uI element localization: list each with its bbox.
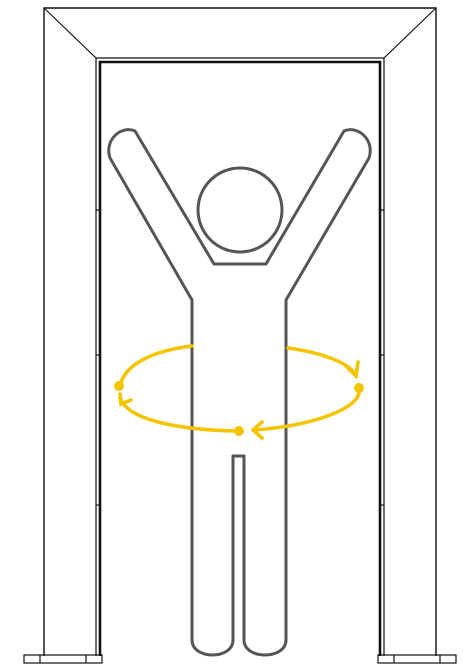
arch-outer-frame bbox=[43, 7, 437, 656]
person-head bbox=[196, 166, 284, 254]
rotation-arrows-icon bbox=[118, 344, 361, 440]
rotation-points bbox=[114, 381, 364, 436]
person-arms-raised-icon bbox=[107, 128, 372, 657]
arch-depth-line bbox=[95, 57, 385, 656]
scanner-arch bbox=[23, 7, 457, 664]
person-body-outline bbox=[107, 128, 372, 657]
arch-corner-right bbox=[383, 7, 437, 59]
rotation-point-left bbox=[114, 381, 124, 391]
arch-foot-right bbox=[377, 654, 457, 664]
arrowhead-right bbox=[344, 360, 360, 380]
arch-inner-opening bbox=[98, 60, 382, 656]
arrowhead-left bbox=[118, 392, 133, 407]
rotation-arc-back-left bbox=[118, 344, 194, 388]
rotation-arc-front-left bbox=[118, 396, 240, 433]
rotation-arc-back-right bbox=[286, 346, 358, 378]
arrowhead-bottom bbox=[250, 420, 264, 440]
rotation-point-front bbox=[234, 426, 244, 436]
arch-corner-left bbox=[43, 7, 97, 59]
arch-foot-left bbox=[23, 654, 103, 664]
rotation-point-right bbox=[354, 383, 364, 393]
rotation-arc-front-right bbox=[252, 386, 361, 432]
arch-side-ticks bbox=[96, 209, 384, 506]
